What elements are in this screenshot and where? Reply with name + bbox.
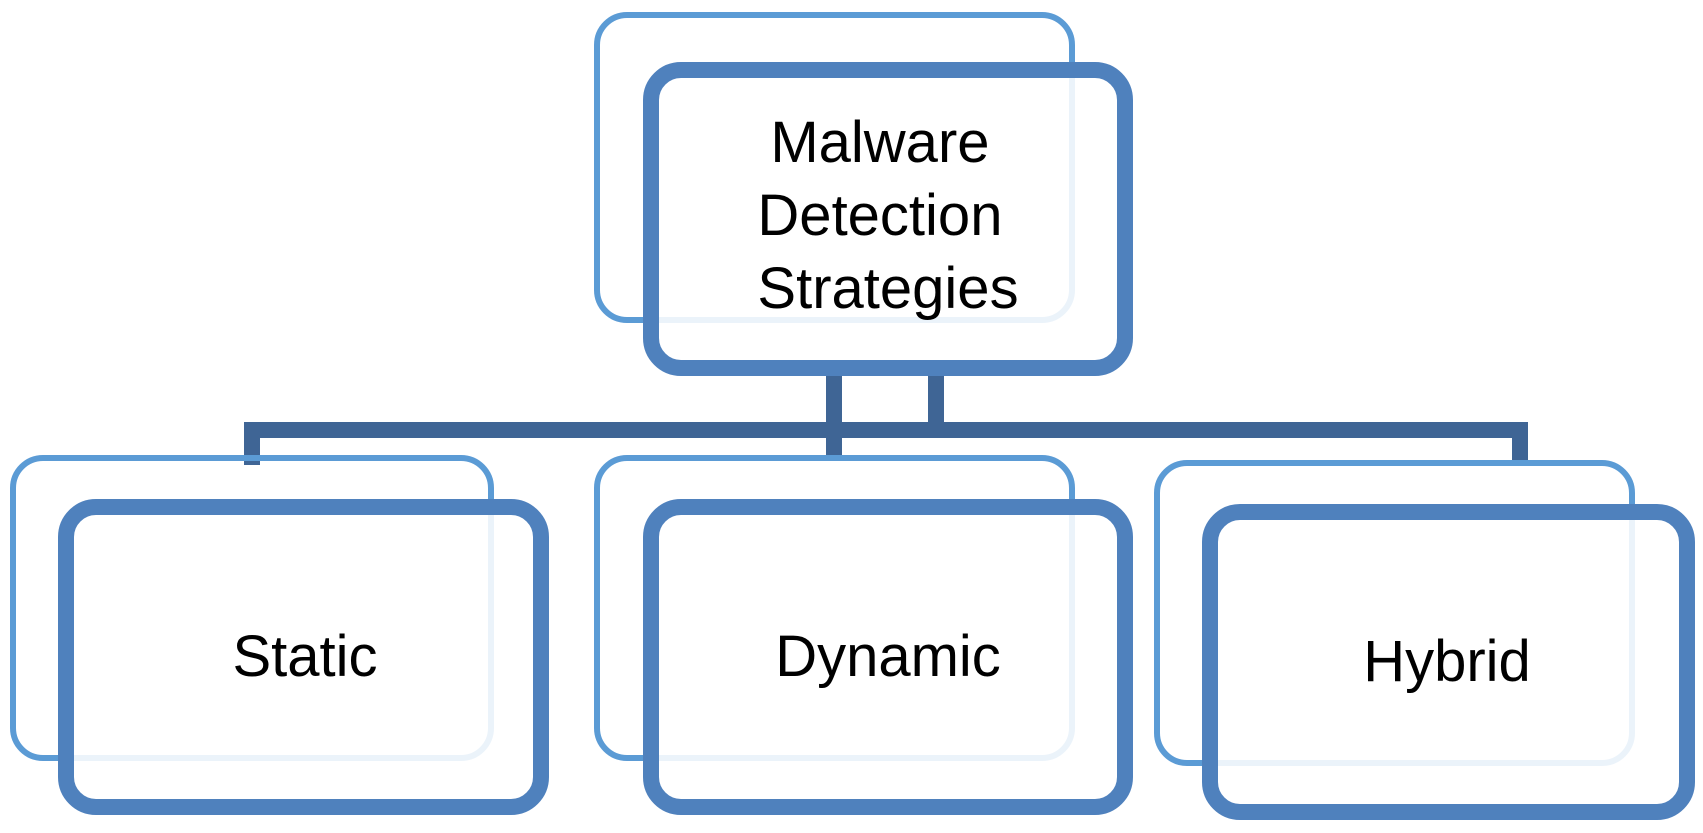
child-node-hybrid-front-frame <box>1202 504 1695 820</box>
root-label-line-2: Detection <box>757 183 1002 248</box>
connector-horizontal-bus <box>244 422 1528 465</box>
child-node-static-label: Static <box>232 624 377 689</box>
root-node-label: Malware Detection Strategies <box>757 110 1018 321</box>
child-node-hybrid-label: Hybrid <box>1363 629 1531 694</box>
root-node-front-frame <box>643 62 1133 376</box>
root-node: Malware Detection Strategies <box>594 12 1133 376</box>
child-node-dynamic-front-frame <box>643 499 1133 815</box>
child-node-dynamic: Dynamic <box>594 455 1133 815</box>
child-node-static-front-frame <box>58 499 549 815</box>
root-label-line-1: Malware <box>770 110 989 175</box>
root-label-line-3: Strategies <box>757 256 1018 321</box>
child-node-static: Static <box>10 455 549 815</box>
child-node-dynamic-label: Dynamic <box>775 624 1001 689</box>
child-node-hybrid: Hybrid <box>1154 460 1695 820</box>
